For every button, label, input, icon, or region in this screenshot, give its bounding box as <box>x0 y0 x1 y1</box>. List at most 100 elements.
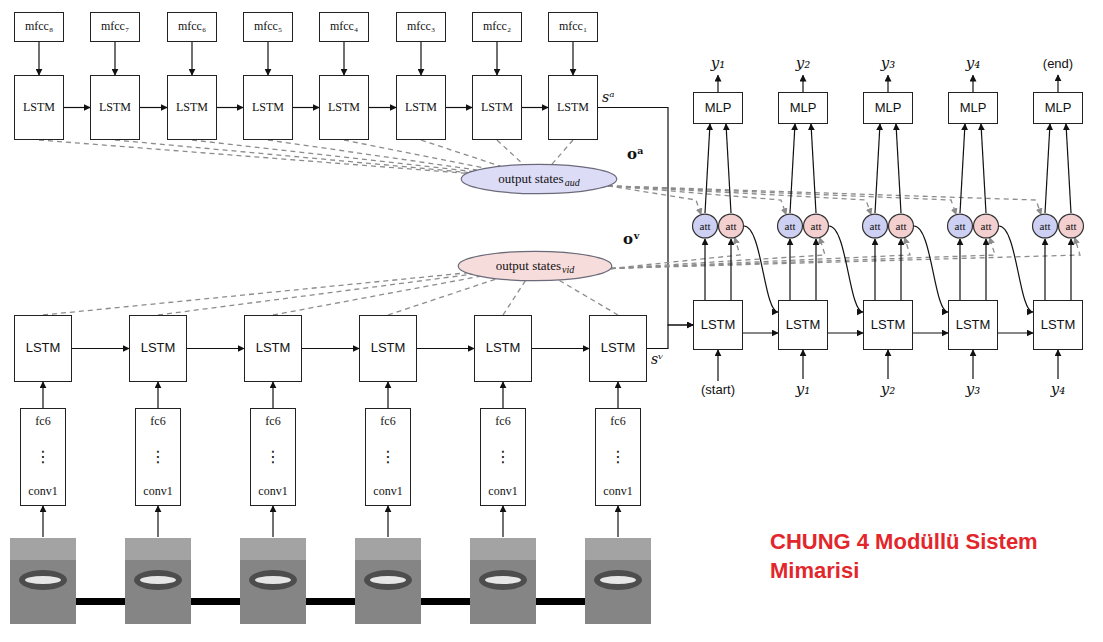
sequence-token: (start) <box>700 383 736 398</box>
node-text: output states <box>496 259 561 274</box>
dashed-connector <box>559 280 618 315</box>
dashed-connector <box>388 279 497 315</box>
node-text: att <box>870 220 881 233</box>
node-text: MLP <box>790 101 817 116</box>
connector <box>598 108 693 326</box>
sequence-token: y₂ <box>880 381 897 398</box>
lstm-cell: LSTM <box>863 300 913 350</box>
lstm-cell: LSTM <box>167 75 217 140</box>
feature-box: mfcc₃ <box>396 12 446 42</box>
node-text: ⋮ <box>380 448 396 466</box>
node-text: LSTM <box>1041 318 1076 333</box>
attention-circle: att <box>1058 213 1084 239</box>
node-text: att <box>896 220 907 233</box>
cnn-box: fc6⋮conv1 <box>365 408 411 506</box>
token-arrow <box>717 350 718 381</box>
node-text: conv1 <box>488 485 517 499</box>
node-text: mfcc₅ <box>254 20 282 34</box>
lstm-cell: LSTM <box>244 315 302 382</box>
dashed-connector <box>608 186 786 215</box>
node-text: mfcc₄ <box>330 20 358 34</box>
connector <box>914 226 948 312</box>
feature-box: mfcc₈ <box>14 12 64 42</box>
attention-circle: att <box>888 213 914 239</box>
lstm-cell: LSTM <box>693 300 743 350</box>
node-text: mfcc₃ <box>407 20 435 34</box>
connector <box>985 239 986 300</box>
connector <box>417 348 474 349</box>
lstm-cell: LSTM <box>1033 300 1083 350</box>
connector <box>1070 239 1071 300</box>
dashed-connector <box>611 238 995 269</box>
connector <box>114 42 115 75</box>
connector <box>705 124 710 213</box>
connector <box>420 42 421 75</box>
dashed-connector <box>43 273 467 315</box>
dashed-connector <box>421 140 500 166</box>
node-text: LSTM <box>176 101 208 115</box>
token-arrow <box>887 350 888 379</box>
connector <box>959 239 960 300</box>
connector <box>726 124 731 213</box>
cnn-box: fc6⋮conv1 <box>595 408 641 506</box>
connector <box>343 42 344 75</box>
node-text: LSTM <box>481 101 513 115</box>
connector <box>502 382 503 408</box>
edge-label: sᵃ <box>601 89 615 105</box>
node-text: LSTM <box>371 341 406 356</box>
lstm-cell: LSTM <box>396 75 446 140</box>
connector <box>981 124 986 213</box>
sequence-token: y₂ <box>795 55 812 72</box>
connector <box>744 226 778 312</box>
node-text: ⋮ <box>35 448 51 466</box>
token-arrow <box>887 75 888 92</box>
node-text: ⋮ <box>610 448 626 466</box>
connector <box>217 107 243 108</box>
connector <box>1066 124 1071 213</box>
connector <box>999 226 1033 312</box>
node-text: conv1 <box>143 485 172 499</box>
feature-box: mfcc₇ <box>90 12 140 42</box>
node-text: ⋮ <box>150 448 166 466</box>
node-text: att <box>700 220 711 233</box>
attention-circle: att <box>777 213 803 239</box>
connector <box>157 382 158 408</box>
connector <box>998 332 1033 333</box>
node-text: att <box>1066 220 1077 233</box>
node-text: vid <box>562 264 574 276</box>
node-text: mfcc₂ <box>483 20 511 34</box>
node-text: LSTM <box>252 101 284 115</box>
attention-circle: att <box>973 213 999 239</box>
lstm-cell: LSTM <box>243 75 293 140</box>
frame-bar <box>421 598 470 605</box>
token-arrow <box>972 350 973 379</box>
connector <box>874 239 875 300</box>
node-text: ⋮ <box>265 448 281 466</box>
dashed-connector <box>552 140 573 165</box>
input-arrow <box>157 506 158 537</box>
sequence-token: y₃ <box>880 55 897 72</box>
node-text: LSTM <box>601 341 636 356</box>
node-text: fc6 <box>150 415 165 429</box>
connector <box>730 239 731 300</box>
dashed-connector <box>608 186 956 215</box>
cnn-box: fc6⋮conv1 <box>480 408 526 506</box>
connector <box>790 124 795 213</box>
node-text: aud <box>565 177 580 189</box>
connector <box>1044 239 1045 300</box>
frame-bar <box>191 598 240 605</box>
connector <box>647 325 693 349</box>
feature-box: mfcc₆ <box>167 12 217 42</box>
state-symbol: oᵃ <box>626 146 645 163</box>
connector <box>293 107 319 108</box>
connector <box>960 124 965 213</box>
input-arrow <box>617 506 618 537</box>
node-text: MLP <box>960 101 987 116</box>
cnn-box: fc6⋮conv1 <box>20 408 66 506</box>
mouth-image <box>240 538 306 624</box>
connector <box>743 332 778 333</box>
connector <box>789 239 790 300</box>
mlp-box: MLP <box>1033 92 1083 124</box>
connector <box>140 107 167 108</box>
connector <box>532 348 589 349</box>
